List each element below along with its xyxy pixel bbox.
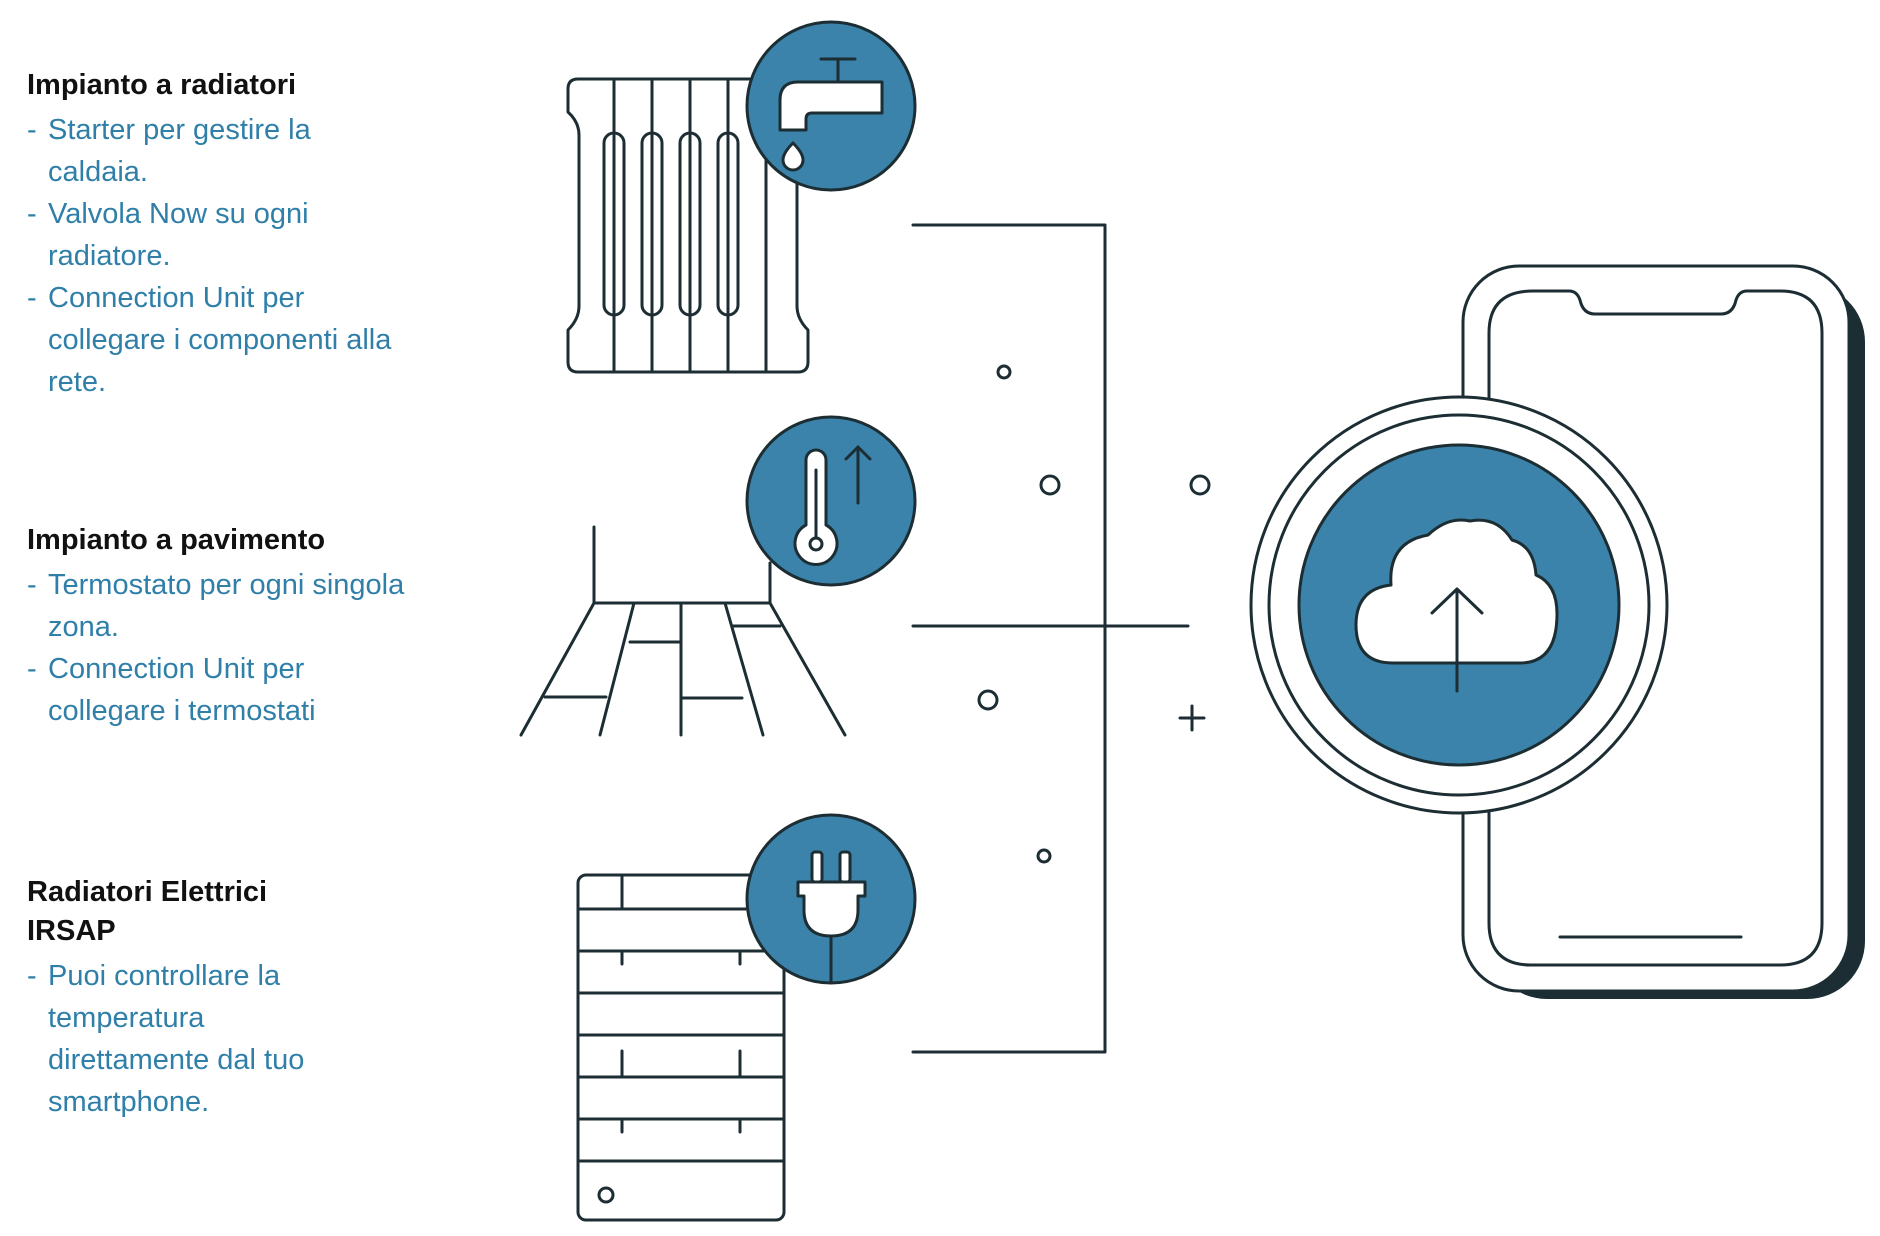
section-radiatori: Impianto a radiatori Starter per gestire… <box>27 66 407 403</box>
plug-icon <box>745 813 917 985</box>
list-item: Connection Unit per collegare i termosta… <box>27 648 407 732</box>
feature-list: Starter per gestire la caldaia. Valvola … <box>27 109 407 403</box>
section-heading: Radiatori Elettrici IRSAP <box>27 876 268 947</box>
section-heading: Impianto a radiatori <box>27 69 297 101</box>
feature-list: Termostato per ogni singola zona. Connec… <box>27 564 407 732</box>
feature-list: Puoi controllare la temperatura direttam… <box>27 955 337 1123</box>
thermometer-icon <box>745 415 917 587</box>
section-pavimento: Impianto a pavimento Termostato per ogni… <box>27 521 407 732</box>
list-item: Starter per gestire la caldaia. <box>27 109 407 193</box>
electric-radiator-illustration <box>576 873 786 1222</box>
section-elettrici: Radiatori Elettrici IRSAP Puoi controlla… <box>27 873 327 1123</box>
list-item: Puoi controllare la temperatura direttam… <box>27 955 337 1123</box>
section-heading: Impianto a pavimento <box>27 524 326 556</box>
decorative-dots <box>977 364 1211 864</box>
faucet-icon <box>745 20 917 192</box>
connector-lines <box>911 223 1190 1054</box>
cloud-hub <box>1249 395 1669 815</box>
list-item: Valvola Now su ogni radiatore. <box>27 193 407 277</box>
list-item: Connection Unit per collegare i componen… <box>27 277 407 403</box>
floor-heating-illustration <box>519 525 847 737</box>
list-item: Termostato per ogni singola zona. <box>27 564 407 648</box>
